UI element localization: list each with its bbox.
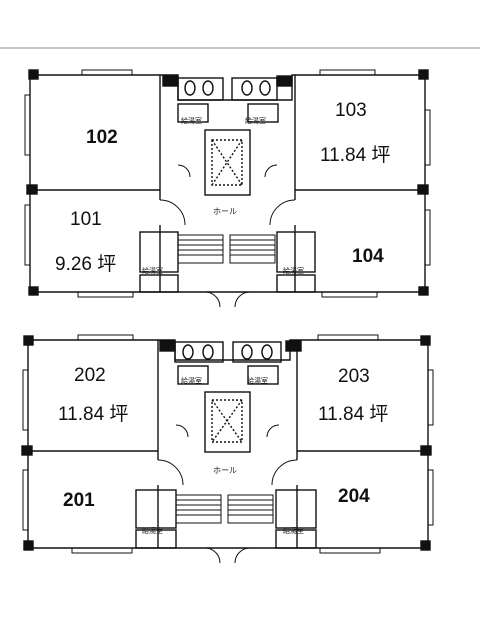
unit-201-label: 201 bbox=[63, 490, 95, 511]
meter-label: 給湯室 bbox=[283, 528, 304, 535]
elevator-shaft bbox=[211, 139, 243, 186]
meter-label: 給湯室 bbox=[142, 268, 163, 275]
column bbox=[162, 75, 179, 87]
meter-label: 給湯室 bbox=[283, 268, 304, 275]
kitchen-alcove bbox=[177, 103, 209, 123]
elevator-core bbox=[204, 391, 251, 453]
unit-kitchenette bbox=[275, 529, 317, 549]
unit-203-label: 203 bbox=[338, 366, 370, 387]
hall-label: ホール bbox=[213, 207, 237, 216]
elevator-core bbox=[204, 129, 251, 196]
door-swings bbox=[159, 164, 296, 308]
column bbox=[23, 335, 34, 346]
unit-kitchenette bbox=[276, 274, 316, 293]
column bbox=[420, 540, 431, 551]
unit-202-area: 11.84 坪 bbox=[58, 404, 129, 425]
unit-103-area: 11.84 坪 bbox=[320, 145, 391, 166]
floor-1-plan bbox=[24, 69, 431, 308]
door-swings bbox=[157, 424, 298, 564]
column bbox=[28, 286, 39, 296]
unit-kitchenette bbox=[139, 274, 179, 293]
unit-bath bbox=[139, 231, 179, 273]
unit-103-label: 103 bbox=[335, 100, 367, 121]
meter-label: 給湯室 bbox=[181, 378, 202, 385]
unit-102-label: 102 bbox=[86, 127, 118, 148]
toilet-block bbox=[177, 77, 224, 101]
unit-101-area: 9.26 坪 bbox=[55, 254, 117, 275]
column bbox=[285, 340, 302, 352]
stairs bbox=[177, 234, 276, 264]
kitchen-alcove bbox=[177, 365, 209, 385]
stairs bbox=[175, 494, 274, 524]
column bbox=[418, 69, 429, 80]
unit-bath bbox=[135, 489, 177, 529]
column bbox=[23, 540, 34, 551]
meter-label: 給湯室 bbox=[142, 528, 163, 535]
floor-2-plan bbox=[21, 334, 434, 564]
column bbox=[420, 335, 431, 346]
windows bbox=[24, 69, 431, 298]
toilet-block bbox=[231, 77, 278, 101]
windows bbox=[22, 334, 434, 554]
hall-label: ホール bbox=[213, 466, 237, 475]
unit-202-label: 202 bbox=[74, 365, 106, 386]
column bbox=[159, 340, 176, 352]
meter-label: 給湯室 bbox=[245, 118, 266, 125]
unit-bath bbox=[275, 489, 317, 529]
unit-kitchenette bbox=[135, 529, 177, 549]
column bbox=[28, 69, 39, 80]
unit-104-label: 104 bbox=[352, 246, 384, 267]
kitchen-alcove bbox=[247, 103, 279, 123]
unit-204-label: 204 bbox=[338, 486, 370, 507]
kitchen-alcove bbox=[247, 365, 279, 385]
unit-101-label: 101 bbox=[70, 209, 102, 230]
column bbox=[418, 286, 429, 296]
toilet-block bbox=[174, 341, 224, 363]
meter-label: 給湯室 bbox=[247, 378, 268, 385]
toilet-block bbox=[232, 341, 282, 363]
unit-203-area: 11.84 坪 bbox=[318, 404, 389, 425]
meter-label: 給湯室 bbox=[181, 118, 202, 125]
column bbox=[276, 75, 293, 87]
unit-bath bbox=[276, 231, 316, 273]
